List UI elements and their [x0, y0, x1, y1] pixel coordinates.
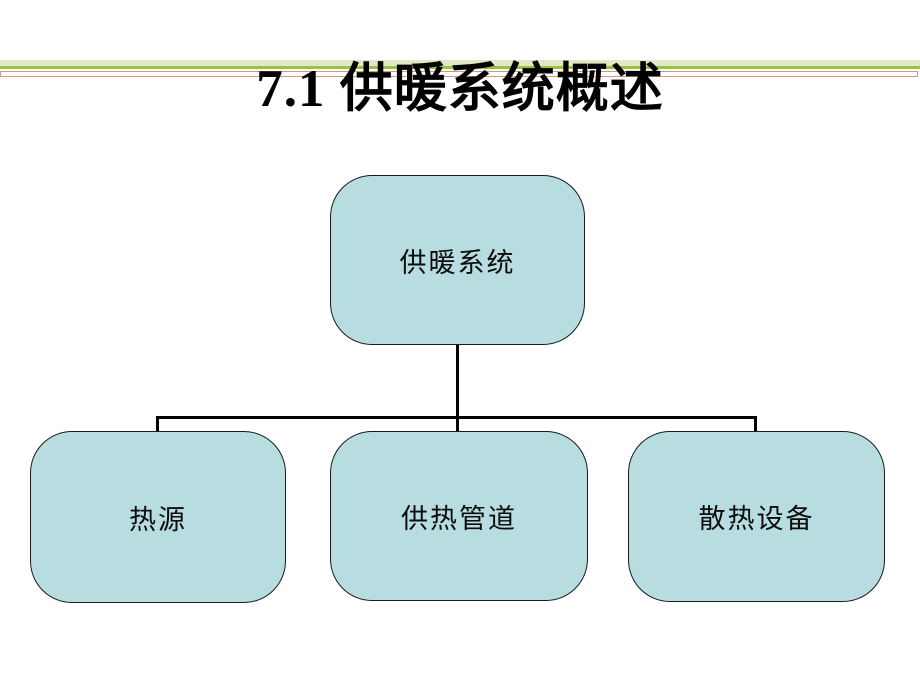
slide-title: 7.1 供暖系统概述	[256, 60, 664, 118]
connector-stem	[456, 345, 459, 432]
node-radiator-equipment-label: 散热设备	[698, 504, 815, 534]
node-heat-source: 热源	[30, 431, 286, 603]
decor-salmon-frame	[0, 71, 918, 77]
decor-green-band	[0, 60, 920, 67]
node-heat-pipes-label: 供热管道	[401, 503, 517, 534]
node-radiator-equipment: 散热设备	[628, 431, 885, 602]
node-heating-system-label: 供暖系统	[399, 247, 516, 278]
decor-green-line	[0, 66, 920, 69]
connector-rail	[156, 416, 757, 419]
node-heat-source-label: 热源	[129, 504, 187, 535]
connector-drop-left	[156, 416, 159, 432]
connector-drop-right	[754, 416, 757, 432]
node-heating-system: 供暖系统	[330, 175, 585, 345]
node-heat-pipes: 供热管道	[330, 431, 588, 601]
